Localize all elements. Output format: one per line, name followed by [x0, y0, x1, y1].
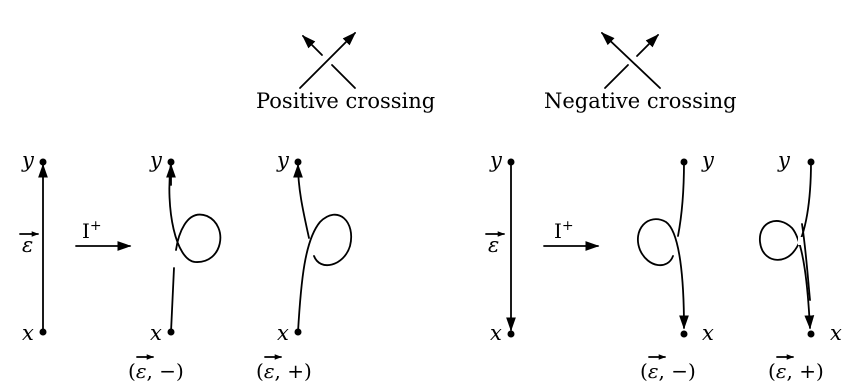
negative-crossing-under-strand-lower — [604, 64, 629, 89]
right-kink-minus-upper-strand — [677, 161, 685, 237]
right-kink-minus-top-var: y — [701, 148, 715, 172]
left-kink-minus-pair: (ε, −) — [128, 359, 184, 383]
left-strand-bottom-var: x — [22, 321, 34, 345]
right-kink-plus-top-var: y — [777, 148, 791, 172]
left-straight-strand: y x ε — [19, 148, 48, 345]
positive-crossing-over-strand — [299, 32, 356, 89]
right-kink-plus-top-dot — [807, 158, 815, 166]
positive-crossing-under-strand-lower — [331, 64, 356, 89]
left-strand-top-dot — [39, 158, 47, 166]
right-strand-top-dot — [507, 158, 515, 166]
left-kink-minus-top-var: y — [149, 148, 163, 172]
right-strand-epsilon: ε — [488, 233, 499, 257]
negative-crossing-over-strand — [600, 32, 661, 89]
left-strand-bottom-dot — [39, 328, 47, 336]
right-kink-plus-curve — [759, 161, 815, 330]
negative-crossing-under-strand-upper — [636, 34, 659, 57]
left-kink-minus-bottom-dot — [167, 328, 175, 336]
right-kink-plus: y x (ε, +) — [759, 148, 842, 383]
right-kink-plus-bottom-dot — [807, 330, 815, 338]
right-kink-plus-bottom-var: x — [830, 321, 842, 345]
left-kink-plus-top-dot — [294, 158, 302, 166]
left-kink-plus-bottom-var: x — [277, 321, 289, 345]
left-move-label: I+ — [82, 218, 102, 243]
right-kink-minus-pair: (ε, −) — [640, 359, 696, 383]
positive-crossing-under-strand-upper — [302, 35, 323, 56]
left-kink-plus-pair: (ε, +) — [256, 359, 312, 383]
right-move-label: I+ — [554, 218, 574, 243]
right-strand-top-var: y — [489, 148, 503, 172]
left-move-arrow: I+ — [75, 218, 132, 251]
left-kink-minus-top-dot — [167, 158, 175, 166]
left-kink-plus-top-var: y — [276, 148, 290, 172]
negative-crossing-label: Negative crossing — [544, 89, 737, 113]
left-strand-epsilon: ε — [22, 233, 33, 257]
right-kink-minus: y x (ε, −) — [637, 148, 715, 383]
left-strand-top-var: y — [21, 148, 35, 172]
left-kink-plus-bottom-dot — [294, 328, 302, 336]
right-straight-strand: y x ε — [485, 148, 516, 345]
negative-crossing: Negative crossing — [544, 32, 737, 113]
right-strand-bottom-var: x — [490, 321, 502, 345]
positive-crossing: Positive crossing — [256, 32, 435, 113]
right-kink-plus-pair: (ε, +) — [768, 359, 824, 383]
left-kink-minus-lower-strand — [170, 267, 175, 333]
right-kink-plus-under-strand — [801, 223, 811, 301]
right-kink-plus-crossing-gap — [798, 237, 808, 245]
right-kink-minus-bottom-dot — [680, 330, 688, 338]
left-kink-minus: y x (ε, −) — [128, 148, 222, 383]
right-move-arrow: I+ — [543, 218, 600, 251]
left-kink-minus-bottom-var: x — [150, 321, 162, 345]
positive-crossing-label: Positive crossing — [256, 89, 435, 113]
right-kink-minus-top-dot — [680, 158, 688, 166]
left-kink-minus-curve — [168, 161, 222, 263]
right-kink-minus-bottom-var: x — [702, 321, 714, 345]
left-kink-plus-lower-curve — [297, 213, 353, 333]
left-kink-plus: y x (ε, +) — [256, 148, 353, 383]
right-kink-minus-curve — [637, 218, 689, 330]
right-strand-bottom-dot — [507, 330, 515, 338]
left-kink-plus-upper-strand — [293, 163, 310, 239]
